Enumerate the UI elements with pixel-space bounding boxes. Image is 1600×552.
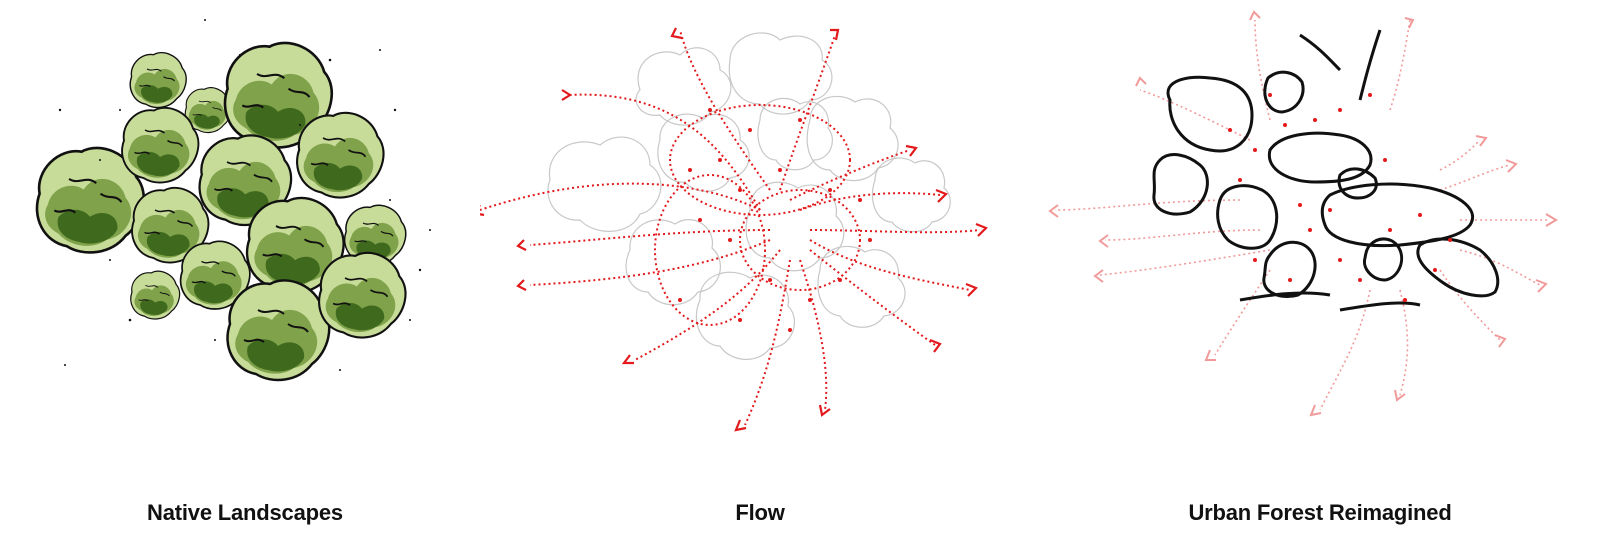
flow-arrowheads (480, 27, 988, 432)
pink-arrowheads (1048, 10, 1558, 417)
urban-particles (1228, 93, 1452, 302)
panel-native-landscapes: Native Landscapes (0, 0, 490, 552)
caption-urban-forest-reimagined: Urban Forest Reimagined (1188, 500, 1452, 525)
panel-urban-forest-reimagined: Urban Forest Reimagined (1040, 0, 1600, 552)
pink-flow-paths (1054, 19, 1550, 411)
caption-flow: Flow (735, 500, 785, 525)
flow-paths (480, 29, 981, 426)
flow-arrows-icon (480, 27, 988, 432)
caption-native-landscapes: Native Landscapes (147, 500, 343, 525)
tree-canopies (35, 41, 407, 382)
panel-flow: Flow (480, 0, 1040, 552)
urban-forest-plan-icon (1048, 10, 1558, 417)
ground-speckles (58, 19, 431, 371)
flow-particles (678, 108, 872, 332)
grey-tree-outlines (547, 32, 951, 361)
planting-islands (1152, 29, 1500, 312)
tree-canopy-cluster-icon (35, 19, 431, 382)
